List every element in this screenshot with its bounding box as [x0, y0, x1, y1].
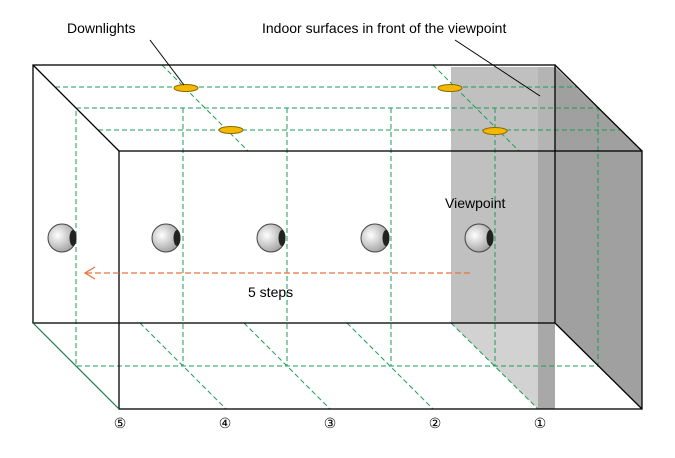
eye-icons: [47, 223, 494, 253]
position-marker: ⑤: [114, 415, 127, 431]
eye-icon: [47, 223, 77, 253]
downlight: [173, 84, 199, 92]
room-outline: [32, 64, 643, 410]
position-markers: ⑤ ④ ③ ② ①: [114, 415, 547, 431]
position-marker: ②: [429, 415, 442, 431]
viewpoint-label: Viewpoint: [445, 195, 506, 211]
eye-icon: [464, 223, 494, 253]
downlight: [218, 126, 244, 134]
indoor-surfaces-label: Indoor surfaces in front of the viewpoin…: [262, 20, 506, 36]
downlight: [482, 127, 508, 135]
downlights: [173, 84, 508, 135]
position-marker: ③: [324, 415, 337, 431]
surfaces-pointer: [454, 39, 541, 97]
steps-arrow: [83, 266, 470, 280]
eye-icon: [151, 223, 181, 253]
position-marker: ①: [534, 415, 547, 431]
downlights-label: Downlights: [67, 20, 135, 36]
eye-icon: [256, 223, 286, 253]
position-marker: ④: [219, 415, 232, 431]
steps-label: 5 steps: [248, 284, 293, 300]
eye-icon: [360, 223, 390, 253]
downlight: [437, 84, 463, 92]
downlights-pointer: [149, 39, 185, 86]
